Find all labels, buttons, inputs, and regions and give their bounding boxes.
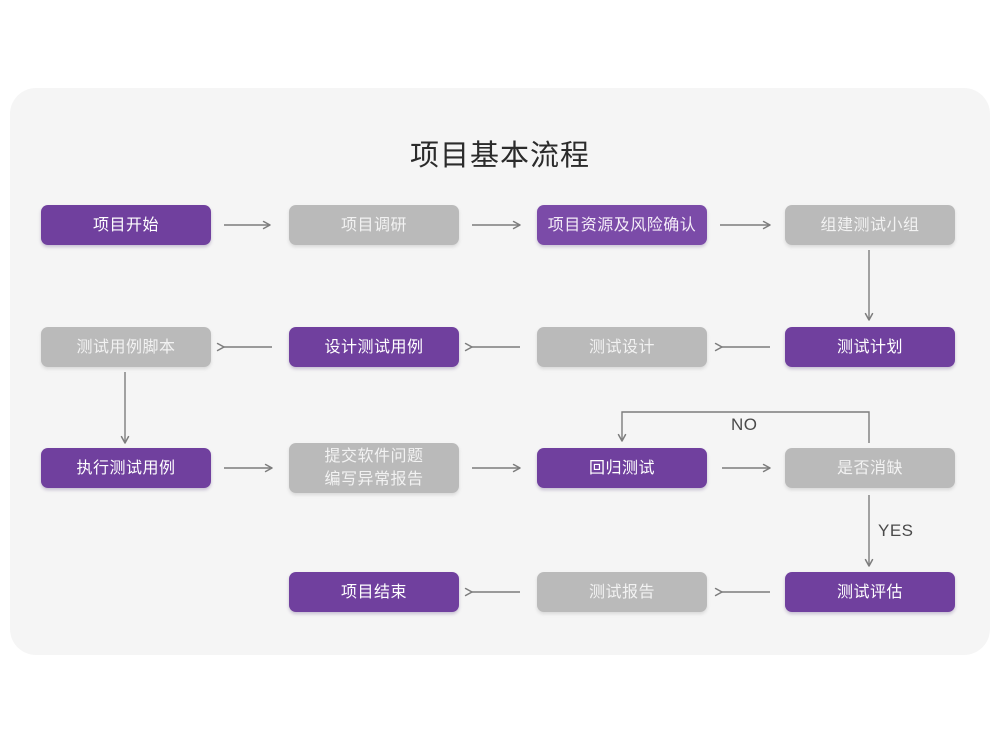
flow-node-form-test-team[interactable]: 组建测试小组	[785, 205, 955, 245]
flow-node-regression-test[interactable]: 回归测试	[537, 448, 707, 488]
page-title: 项目基本流程	[409, 140, 590, 172]
flowchart-card	[10, 88, 990, 655]
flow-node-defect-cleared-decision[interactable]: 是否消缺	[785, 448, 955, 488]
flow-node-design-test-case[interactable]: 设计测试用例	[289, 327, 459, 367]
flow-node-test-case-script[interactable]: 测试用例脚本	[41, 327, 211, 367]
flow-node-submit-issue-report[interactable]: 提交软件问题 编写异常报告	[289, 443, 459, 493]
flow-node-test-design[interactable]: 测试设计	[537, 327, 707, 367]
flow-node-test-plan[interactable]: 测试计划	[785, 327, 955, 367]
flow-node-project-research[interactable]: 项目调研	[289, 205, 459, 245]
flow-node-test-evaluation[interactable]: 测试评估	[785, 572, 955, 612]
flow-node-project-end[interactable]: 项目结束	[289, 572, 459, 612]
flow-node-test-report[interactable]: 测试报告	[537, 572, 707, 612]
flow-node-project-start[interactable]: 项目开始	[41, 205, 211, 245]
flow-node-execute-test-case[interactable]: 执行测试用例	[41, 448, 211, 488]
flow-node-resource-risk-confirm[interactable]: 项目资源及风险确认	[537, 205, 707, 245]
edge-label-no: NO	[731, 415, 758, 434]
edge-label-yes: YES	[878, 521, 914, 540]
